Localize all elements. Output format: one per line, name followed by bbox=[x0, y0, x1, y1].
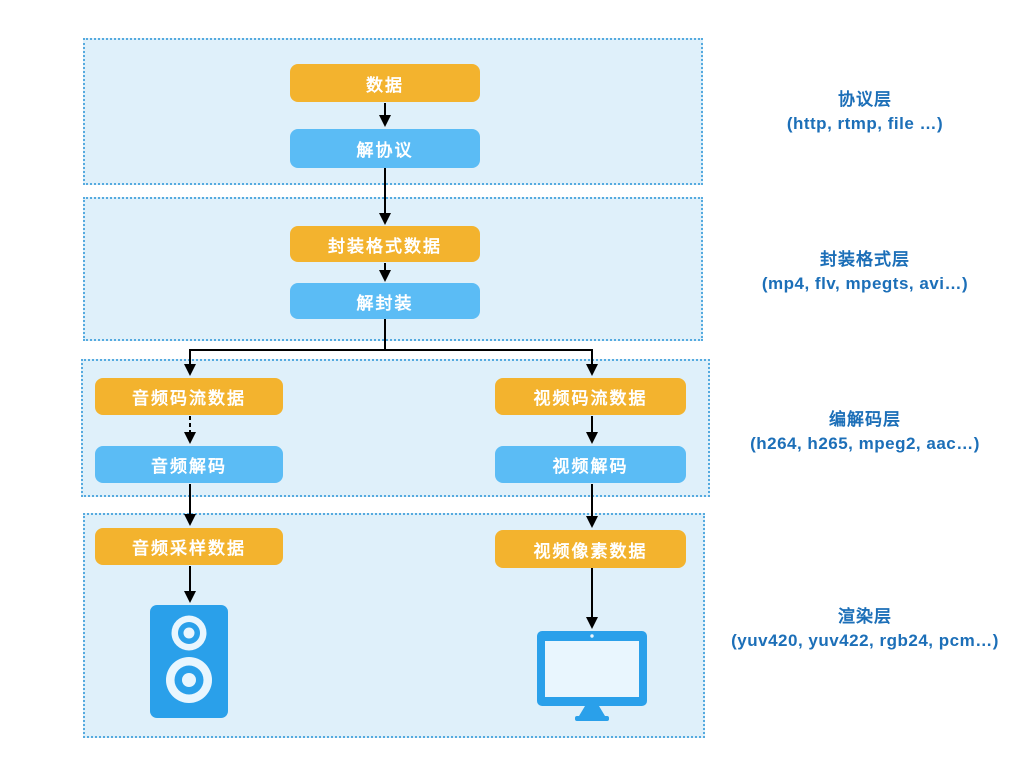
label-codec-layer: 编解码层 (h264, h265, mpeg2, aac…) bbox=[700, 408, 1024, 456]
layer-subtitle: (yuv420, yuv422, rgb24, pcm…) bbox=[731, 631, 999, 650]
layer-subtitle: (mp4, flv, mpegts, avi…) bbox=[761, 274, 969, 293]
speaker-icon bbox=[150, 605, 228, 718]
layer-title: 渲染层 bbox=[838, 607, 892, 626]
node-video-stream: 视频码流数据 bbox=[495, 378, 686, 415]
node-audio-samples: 音频采样数据 bbox=[95, 528, 283, 565]
layer-subtitle: (http, rtmp, file …) bbox=[786, 114, 944, 133]
node-audio-stream: 音频码流数据 bbox=[95, 378, 283, 415]
node-data: 数据 bbox=[290, 64, 480, 102]
node-deprotocol: 解协议 bbox=[290, 129, 480, 168]
layer-subtitle: (h264, h265, mpeg2, aac…) bbox=[750, 434, 980, 453]
label-protocol-layer: 协议层 (http, rtmp, file …) bbox=[700, 88, 1024, 136]
layer-title: 协议层 bbox=[838, 90, 892, 109]
node-audio-decode: 音频解码 bbox=[95, 446, 283, 483]
monitor-icon bbox=[537, 631, 647, 721]
label-render-layer: 渲染层 (yuv420, yuv422, rgb24, pcm…) bbox=[700, 605, 1024, 653]
node-demux: 解封装 bbox=[290, 283, 480, 319]
node-video-pixels: 视频像素数据 bbox=[495, 530, 686, 568]
layer-title: 编解码层 bbox=[829, 410, 901, 429]
label-container-format-layer: 封装格式层 (mp4, flv, mpegts, avi…) bbox=[700, 248, 1024, 296]
node-video-decode: 视频解码 bbox=[495, 446, 686, 483]
layer-container-format bbox=[83, 197, 703, 341]
layer-title: 封装格式层 bbox=[820, 250, 910, 269]
node-muxed-data: 封装格式数据 bbox=[290, 226, 480, 262]
